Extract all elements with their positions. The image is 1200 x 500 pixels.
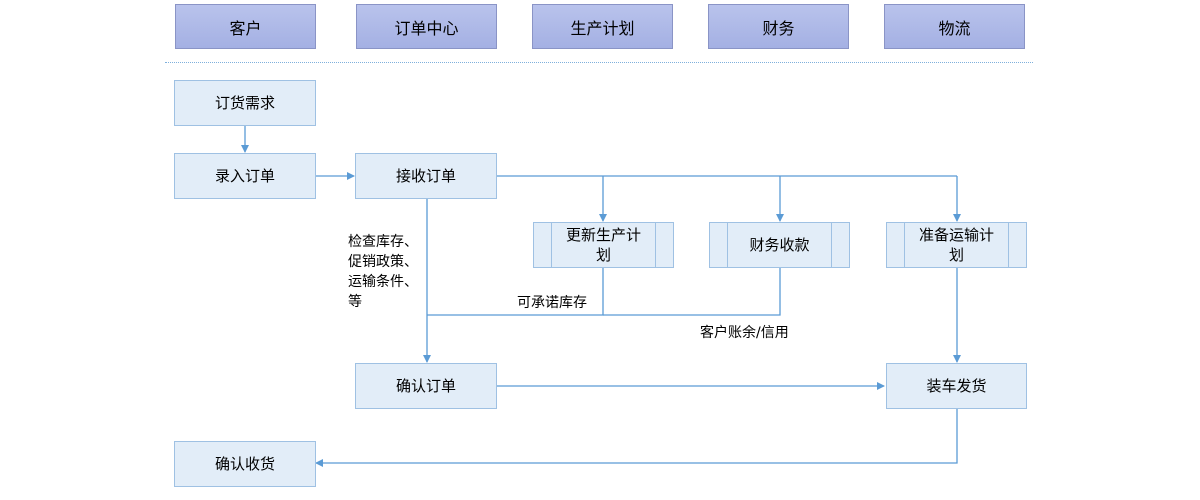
node-finance-collection: 财务收款 [709, 222, 850, 268]
node-load-and-ship: 装车发货 [886, 363, 1027, 409]
process-bar-left [727, 223, 728, 267]
node-receive-order: 接收订单 [355, 153, 497, 199]
node-label: 准备运输计 划 [918, 226, 994, 264]
lane-divider [165, 62, 1033, 63]
lane-customer: 客户 [175, 4, 316, 49]
note-customer-balance-credit: 客户账余/信用 [700, 325, 789, 341]
node-prepare-transport-plan: 准备运输计 划 [886, 222, 1027, 268]
lane-finance: 财务 [708, 4, 849, 49]
note-promised-inventory: 可承诺库存 [517, 295, 587, 311]
note-check-conditions: 检查库存、 促销政策、 运输条件、 等 [348, 234, 418, 310]
node-label: 财务收款 [749, 236, 810, 254]
connector-finance-feedback [603, 268, 781, 316]
lane-production-plan: 生产计划 [532, 4, 673, 49]
node-order-demand: 订货需求 [174, 80, 316, 126]
process-bar-right [1008, 223, 1009, 267]
lane-logistics: 物流 [884, 4, 1025, 49]
process-bar-left [904, 223, 905, 267]
process-bar-right [655, 223, 656, 267]
node-confirm-order: 确认订单 [355, 363, 497, 409]
process-bar-right [831, 223, 832, 267]
node-label: 更新生产计 划 [565, 226, 641, 264]
lane-order-center: 订单中心 [356, 4, 497, 49]
process-bar-left [551, 223, 552, 267]
node-confirm-receipt: 确认收货 [174, 441, 316, 487]
node-update-production-plan: 更新生产计 划 [533, 222, 674, 268]
node-enter-order: 录入订单 [174, 153, 316, 199]
arrow-load-to-receipt [315, 409, 958, 467]
